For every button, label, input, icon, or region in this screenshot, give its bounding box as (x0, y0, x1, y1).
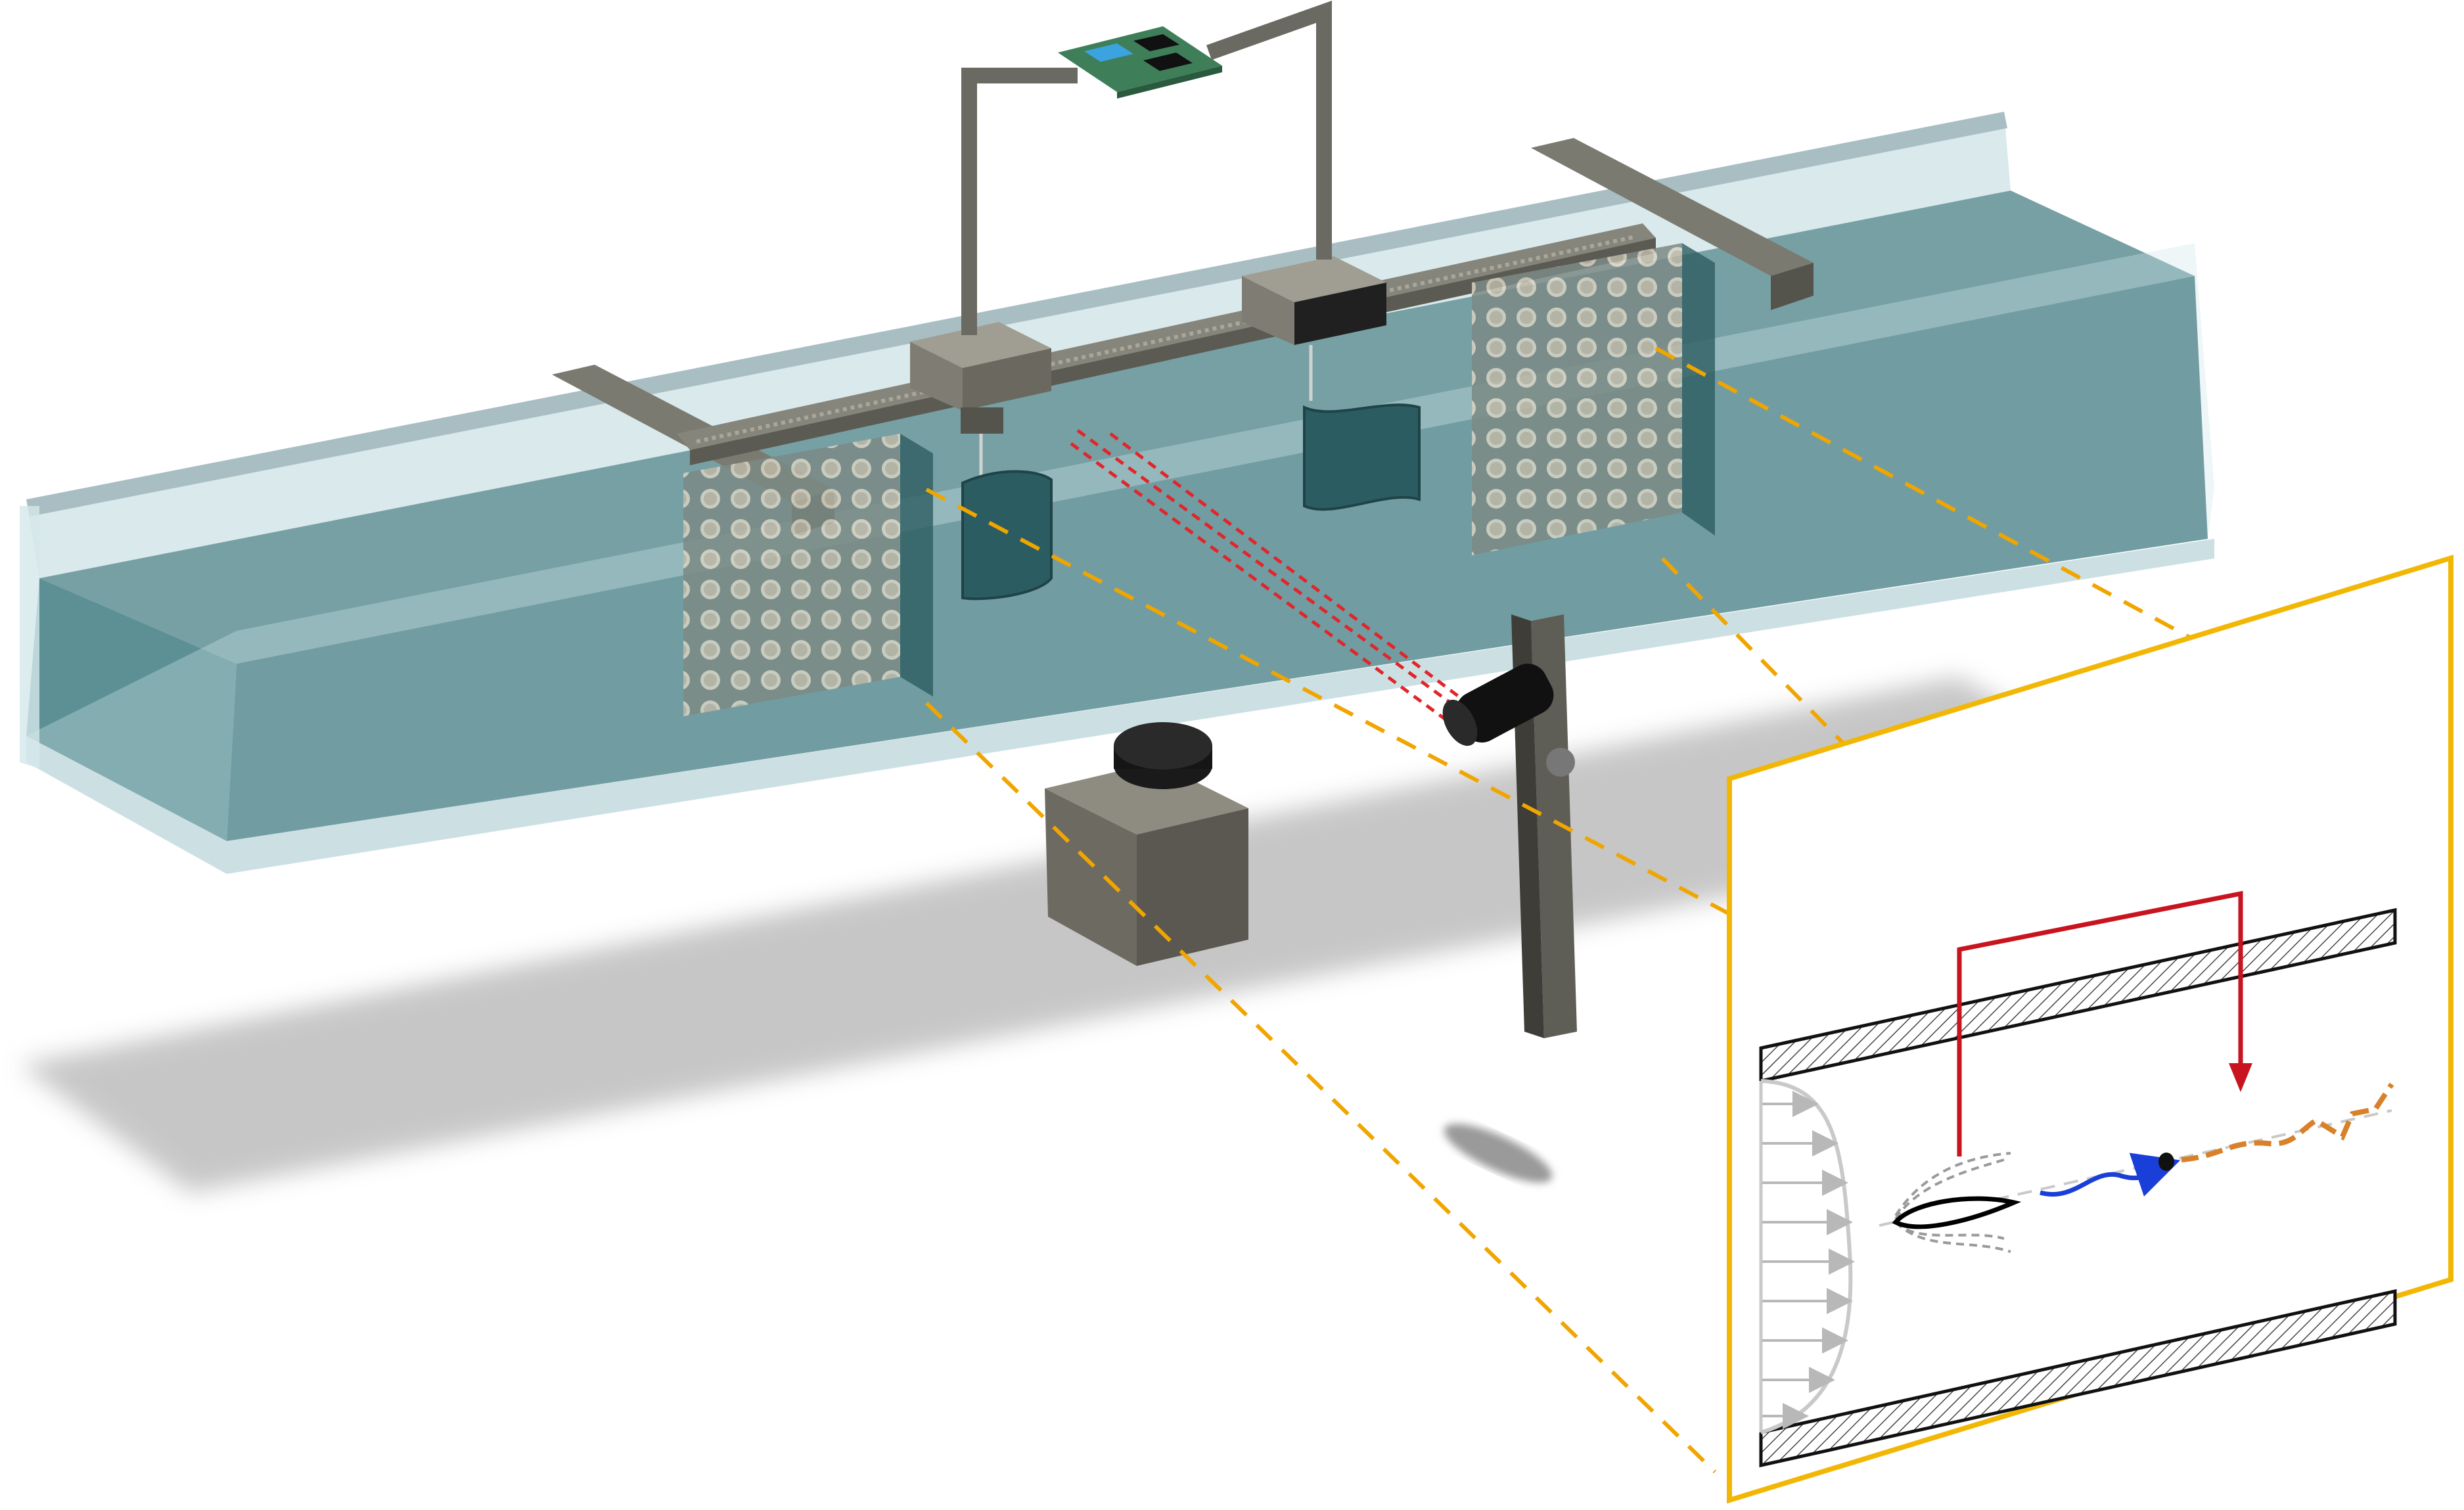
particle-trajectory (2040, 1153, 2181, 1197)
wake-trajectory (2181, 1082, 2394, 1162)
airfoil-model-left (961, 470, 1053, 601)
water-side (26, 578, 237, 841)
tank-back-rim (26, 112, 2007, 516)
left-absorber (683, 434, 933, 716)
callout-content (1759, 890, 2397, 1468)
camera-icon (1045, 722, 1248, 966)
laser-sheet (1070, 428, 1460, 721)
feedback-arrowhead (2229, 1063, 2252, 1092)
cylinder-model-right (1303, 403, 1421, 511)
carriage-right (1242, 256, 1386, 401)
right-absorber (1472, 243, 1715, 555)
gantry-frame (552, 138, 1814, 536)
channel-bottom-wall (1759, 1289, 2397, 1468)
overhead-frame (961, 1, 1332, 335)
feedback-loop-arrow (1957, 890, 2243, 1156)
flow-profile-arrows (1762, 1091, 1855, 1429)
carriage-left (910, 322, 1051, 486)
circuit-board-icon (1058, 26, 1222, 99)
particle-dot-icon (2158, 1153, 2174, 1171)
laser-emitter-icon (1442, 664, 1575, 777)
airfoil-icon (1892, 1152, 2022, 1253)
tank-left-edge (20, 506, 39, 769)
channel-top-wall (1759, 907, 2397, 1084)
tank-bottom (26, 539, 2214, 874)
